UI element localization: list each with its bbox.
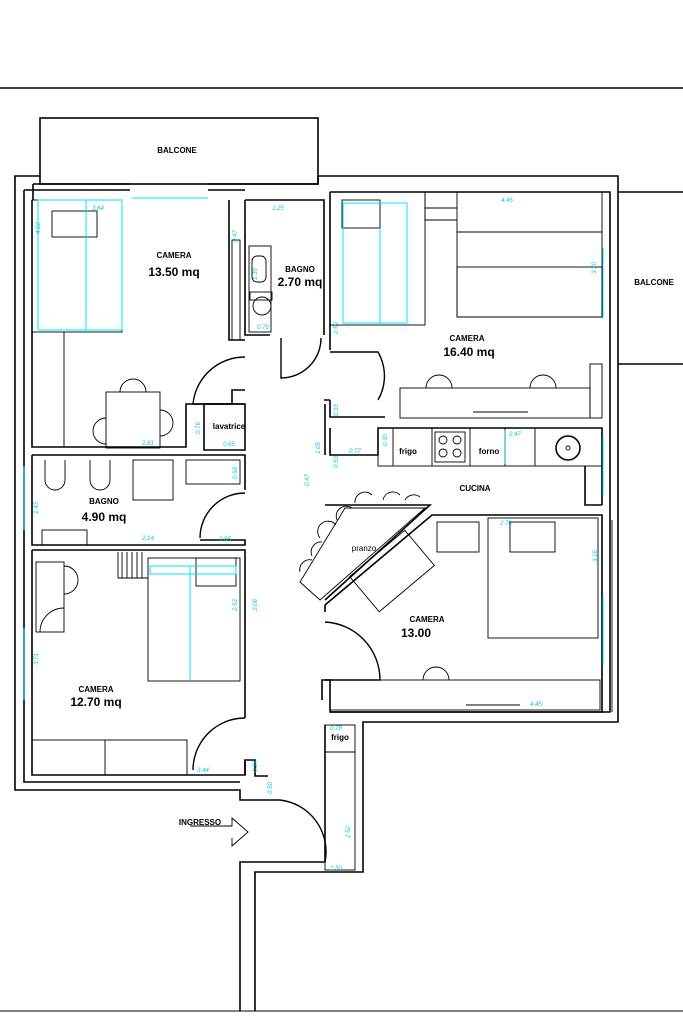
room-camera-4 [23,549,246,776]
dim-label: 2.53 [233,599,239,612]
dim-label: 0.78 [330,726,342,732]
dim-label: 3.16 [593,550,599,562]
label-camera-3-area: 13.00 [401,626,431,640]
dim-label: 0.76 [196,422,202,434]
dim-label: 2.81 [141,441,154,447]
dim-label: 1.25 [272,206,284,212]
balcony-top [39,117,319,185]
dim-label: 1.50 [330,866,342,872]
dim-label: 0.65 [219,537,231,543]
dim-label: 0.47 [305,474,311,486]
room-cucina [324,427,604,601]
dim-label: 3.64 [92,206,104,212]
room-camera-3 [321,514,613,713]
label-forno: forno [479,447,500,456]
room-bagno-2 [23,454,246,546]
dim-label: 1.05 [316,442,322,454]
dim-label: 1.30 [253,268,259,280]
dim-label: 3.70 [592,262,598,274]
label-camera-1: CAMERA [156,251,191,260]
dim-label: 2.08 [253,599,259,612]
room-bagno-1 [244,199,325,379]
label-camera-4: CAMERA [78,685,113,694]
label-bagno-1: BAGNO [285,265,315,274]
dim-label: 2.52 [346,826,352,839]
label-bagno-1-area: 2.70 mq [278,275,323,289]
dim-label: 4.45 [501,198,513,204]
label-bagno-2-area: 4.90 mq [82,510,127,524]
label-lavatrice: lavatrice [213,422,246,431]
label-camera-3: CAMERA [409,615,444,624]
dim-label: 2.47 [508,432,521,438]
dim-label: 0.58 [233,467,239,479]
label-frigo-1: frigo [399,447,417,456]
label-cucina: CUCINA [459,484,490,493]
balcony-right [618,191,683,365]
label-balcone-right: BALCONE [634,278,674,287]
outer-walls [14,175,619,1011]
dim-label: 2.14 [141,536,154,542]
laundry-area [192,356,246,451]
dim-label: 0.30 [383,434,389,446]
label-camera-2-area: 16.40 mq [443,345,494,359]
dim-label: 4.02 [36,222,42,234]
dim-label: 0.65 [223,442,235,448]
dim-label: 3.71 [34,653,40,665]
room-camera-1 [31,197,245,449]
label-bagno-2: BAGNO [89,497,119,506]
dim-label: 4.45 [530,702,542,708]
label-ingresso: INGRESSO [179,818,221,827]
dim-label: 2.59 [334,322,340,335]
label-camera-1-area: 13.50 mq [148,265,199,279]
dim-label: 0.75 [257,325,269,331]
dining-area [299,491,427,601]
dim-label: 0.77 [349,449,361,455]
dim-label: 2.47 [233,230,239,243]
dim-label: 2.70 [499,521,512,527]
label-camera-4-area: 12.70 mq [70,695,121,709]
corridor [190,399,356,871]
label-balcone-top: BALCONE [157,146,197,155]
dim-label: 0.24 [253,760,259,772]
label-camera-2: CAMERA [449,334,484,343]
dim-label: 1.43 [34,502,40,514]
dim-label: 0.53 [334,456,340,468]
dim-label: 0.50 [268,782,274,794]
label-pranzo: pranzo [352,544,377,553]
dim-label: 0.33 [334,404,340,416]
label-frigo-2: frigo [331,733,349,742]
dim-label: 3.44 [197,768,209,774]
room-camera-2 [329,191,604,419]
